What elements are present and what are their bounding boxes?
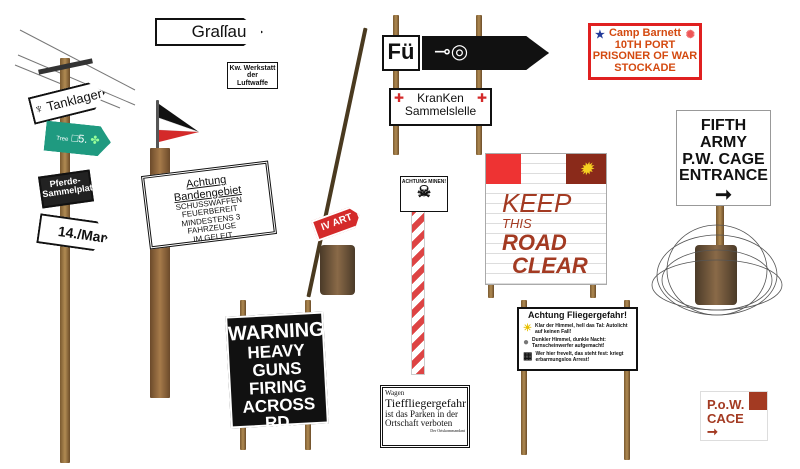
flagpole (156, 100, 159, 150)
sword-emblem-icon: ⊸◎ (434, 41, 469, 63)
barrel (320, 245, 355, 295)
maple-leaf-icon: ✹ (566, 154, 606, 184)
sword-arrow-sign: ⊸◎ (422, 36, 549, 70)
striped-pole (411, 210, 425, 375)
flieger-post-left (521, 300, 527, 455)
barrel (695, 245, 737, 305)
flieger-post-right (624, 300, 630, 460)
jail-icon: ▦ (523, 351, 533, 363)
mar-sign: 14./Mar. (36, 213, 109, 252)
sun-emblem-icon: ✺ (685, 29, 695, 41)
fifth-army-post (716, 205, 724, 255)
pow-cace-sign: P.o.W.CACE➞ (700, 391, 768, 441)
red-cross-icon: ✚ (476, 91, 487, 105)
star-icon: ★ (595, 29, 605, 41)
iv-art-sign: IV ART (311, 204, 364, 241)
telegraph-pole (60, 58, 70, 463)
skull-icon: ☠ (416, 184, 432, 202)
pferde-sign: Pferde-Sammelplatz (38, 169, 98, 209)
arrow-right-icon: ➞ (707, 424, 718, 440)
fu-post-left (393, 15, 399, 155)
moon-icon: ● (523, 337, 530, 349)
clover-icon: ✤ (89, 134, 101, 148)
sun-icon: ☀ (523, 323, 532, 335)
flag (159, 104, 200, 142)
barbed-wire (651, 224, 783, 316)
fu-sign: Fü (382, 35, 420, 71)
red-patch (486, 154, 521, 184)
minen-sign: ACHTUNG MINEN!☠ (400, 176, 448, 212)
grassau-sign: Graſſau (155, 18, 263, 46)
green-unit-sign: Tree □5. ✤ (44, 121, 113, 158)
fu-post-right (476, 15, 482, 155)
brown-square (749, 392, 767, 410)
eagle-icon: ♆ (32, 100, 46, 118)
red-cross-icon: ✚ (394, 91, 405, 105)
fliegergefahr-sign: Achtung Fliegergefahr! ☀Klar der Himmel,… (517, 307, 638, 371)
arrow-right-icon: ➞ (715, 184, 732, 207)
